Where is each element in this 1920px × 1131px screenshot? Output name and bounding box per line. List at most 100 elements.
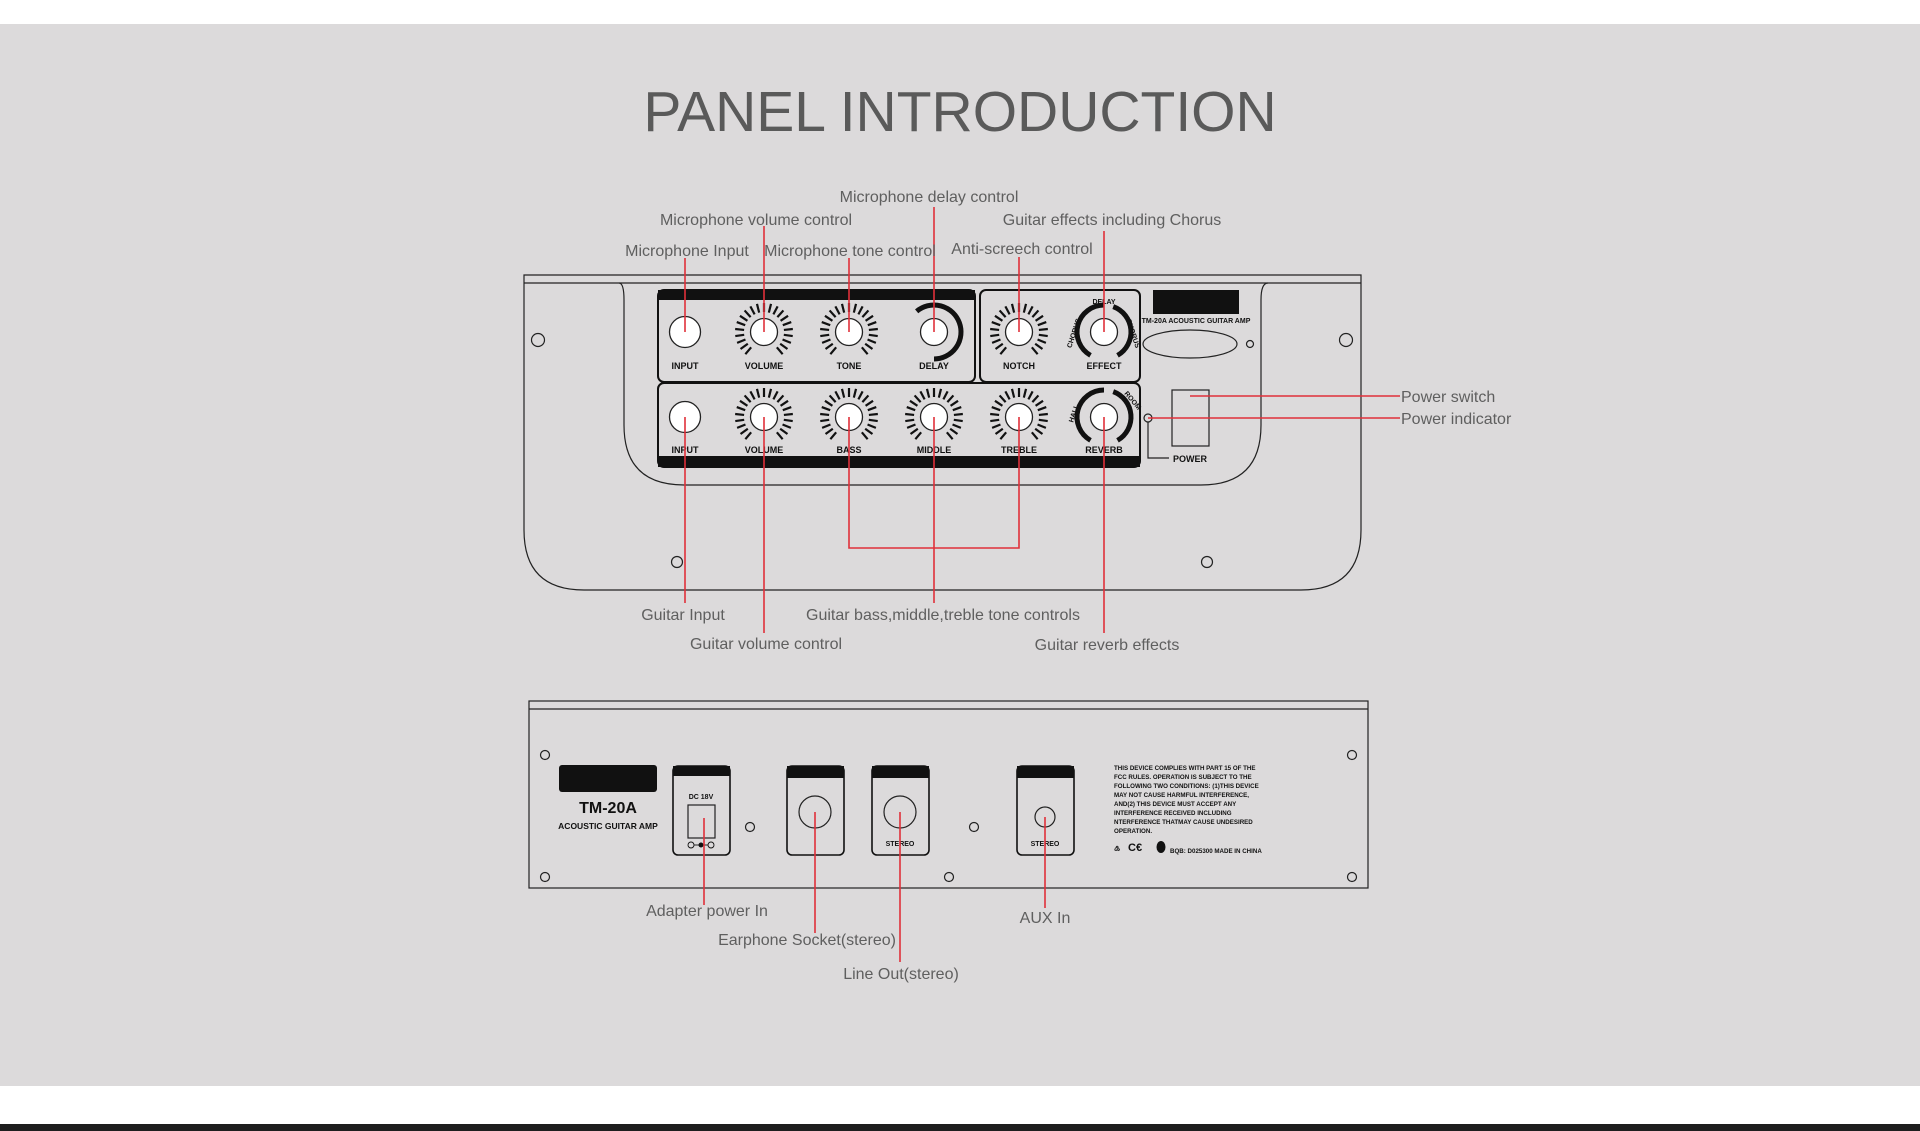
knob-tick <box>861 394 870 403</box>
screw-icon <box>539 749 551 761</box>
knob-tick <box>767 388 773 398</box>
knob-tick <box>906 406 916 412</box>
knob-tick <box>824 427 834 435</box>
knob-tick <box>909 427 919 435</box>
knob-tick <box>937 388 943 398</box>
knob-tick <box>994 427 1004 435</box>
knob-tick <box>857 305 864 315</box>
knob-tick <box>1031 309 1040 318</box>
guitar-section-frame <box>657 382 1141 468</box>
knob-tick <box>820 333 830 338</box>
rear-model-sub: ACOUSTIC GUITAR AMP <box>558 821 658 831</box>
callout-line-out: Line Out(stereo) <box>843 966 959 983</box>
front-brand-text: TM-20A ACOUSTIC GUITAR AMP <box>1142 318 1251 325</box>
fcc-line: FCC RULES. OPERATION IS SUBJECT TO THE <box>1114 774 1252 781</box>
callout-power-indicator: Power indicator <box>1401 411 1512 428</box>
knob-tick <box>736 338 746 344</box>
knob-tick <box>994 314 1004 322</box>
mic-delay-label: DELAY <box>919 361 949 371</box>
knob-tick <box>736 406 746 412</box>
knob-tick <box>949 399 959 407</box>
earphone-module-bar <box>787 766 844 778</box>
knob-tick <box>868 333 878 338</box>
knob-tick <box>824 399 834 407</box>
knob-tick <box>829 431 837 440</box>
knob-tick <box>905 418 915 423</box>
knob-tick <box>820 418 830 423</box>
knob-tick <box>1037 406 1047 412</box>
screw-icon <box>530 332 546 348</box>
screw-icon <box>1245 339 1255 349</box>
knob-tick <box>1034 427 1044 435</box>
knob-tick <box>783 412 793 417</box>
line-out-module-bar <box>872 766 929 778</box>
knob-tick <box>739 342 749 350</box>
callout-mic-volume: Microphone volume control <box>660 212 852 229</box>
knob-tick <box>782 423 792 429</box>
callout-adapter: Adapter power In <box>646 903 768 920</box>
notch-label: NOTCH <box>1003 361 1035 371</box>
knob-tick <box>755 388 761 398</box>
callout-mic-input: Microphone Input <box>625 243 749 260</box>
knob-tick <box>1004 305 1011 315</box>
knob-tick <box>739 427 749 435</box>
callout-guitar-input: Guitar Input <box>641 607 725 624</box>
callout-anti-screech: Anti-screech control <box>951 241 1092 258</box>
knob-tick <box>852 388 858 398</box>
knob-tick <box>906 423 916 429</box>
dc-jack <box>687 804 716 839</box>
knob-arc <box>915 302 964 362</box>
knob-tick <box>821 423 831 429</box>
knob-tick <box>1010 303 1016 313</box>
knob-tick <box>834 390 841 400</box>
knob-tick <box>913 394 922 403</box>
knob-tick <box>861 431 869 440</box>
knob-tick <box>861 309 870 318</box>
knob-arc <box>1112 304 1134 358</box>
knob-tick <box>735 412 745 417</box>
mic-input-label: INPUT <box>672 361 700 371</box>
fcc-line: THIS DEVICE COMPLIES WITH PART 15 OF THE <box>1114 765 1256 772</box>
knob-tick <box>821 338 831 344</box>
knob-tick <box>857 390 864 400</box>
knob-tick <box>905 412 915 417</box>
rear-panel-housing <box>528 700 1369 889</box>
knob-tick <box>736 423 746 429</box>
knob-tick <box>782 338 792 344</box>
effect-label: EFFECT <box>1087 361 1123 371</box>
weee-icon: ♳ <box>1114 845 1120 853</box>
knob-tick <box>1031 346 1039 355</box>
knob-tick <box>755 303 761 313</box>
screw-icon <box>539 871 551 883</box>
knob-tick <box>1010 388 1016 398</box>
knob-tick <box>998 309 1007 318</box>
dc-jack-module <box>672 765 731 856</box>
knob-tick <box>779 314 789 322</box>
knob-tick <box>1037 423 1047 429</box>
knob-tick <box>1027 305 1034 315</box>
guitar-section-bar <box>658 456 1140 467</box>
knob-tick <box>783 418 793 423</box>
knob-tick <box>744 431 752 440</box>
callout-reverb: Guitar reverb effects <box>1035 637 1180 654</box>
knob-tick <box>779 399 789 407</box>
knob-tick <box>1034 314 1044 322</box>
knob-tick <box>914 431 922 440</box>
diagram-background <box>0 24 1920 1086</box>
callout-tone-controls: Guitar bass,middle,treble tone controls <box>806 607 1080 624</box>
power-bracket <box>1147 422 1169 459</box>
knob-tick <box>864 427 874 435</box>
knob-tick <box>990 327 1000 332</box>
knob-tick <box>821 406 831 412</box>
knob-tick <box>990 418 1000 423</box>
knob-tick <box>776 431 784 440</box>
knob-tick <box>867 321 877 327</box>
screw-icon <box>1346 749 1358 761</box>
knob-tick <box>821 321 831 327</box>
knob-tick <box>991 406 1001 412</box>
cert-text: BQB: D025300 MADE IN CHINA <box>1170 848 1262 855</box>
knob-tick <box>744 346 752 355</box>
knob-tick <box>782 406 792 412</box>
fcc-notice: THIS DEVICE COMPLIES WITH PART 15 OF THE… <box>1114 765 1259 835</box>
knob-tick <box>1038 418 1048 423</box>
